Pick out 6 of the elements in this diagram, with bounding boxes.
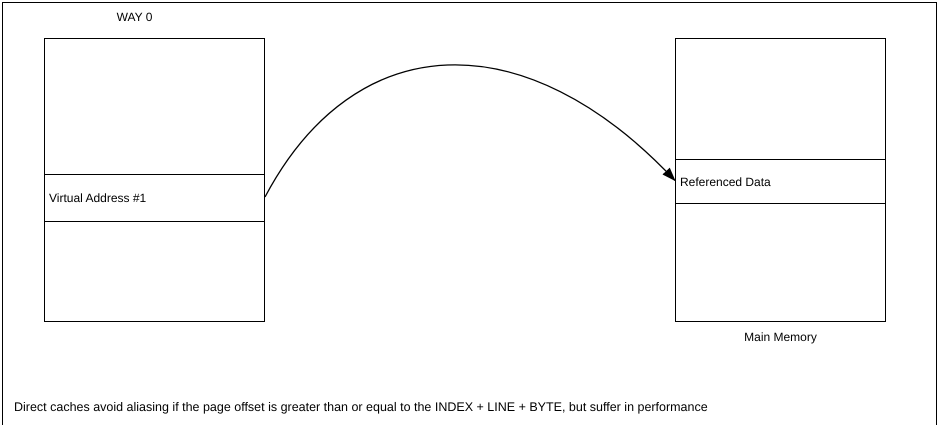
curved-arrow (264, 64, 676, 198)
memory-line: Referenced Data (675, 159, 886, 204)
block-caption: Main Memory (743, 329, 818, 346)
note-text: Direct caches avoid aliasing if the page offset is greater than or equal to the INDEX + LINE + BYTE, but suffer in performance (14, 399, 708, 416)
block-heading: WAY 0 (116, 9, 154, 26)
memory-line: Virtual Address #1 (44, 174, 265, 222)
